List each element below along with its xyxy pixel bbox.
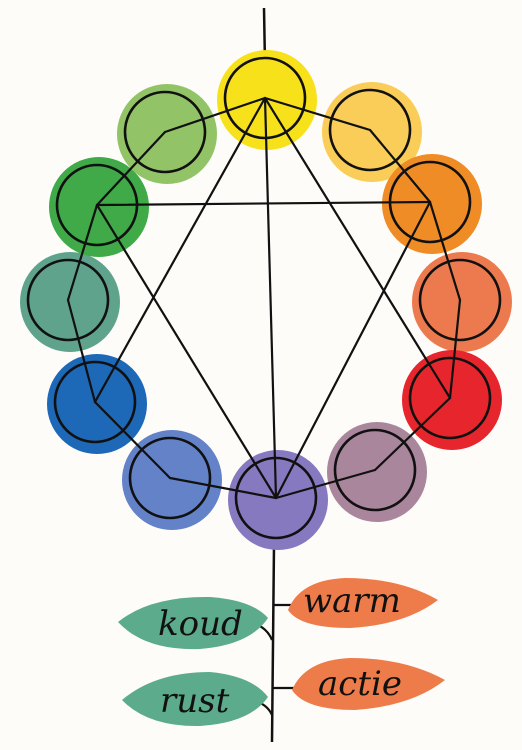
triangle-line — [265, 98, 276, 498]
color-blob-violet — [228, 450, 328, 550]
leaf-label-actie: actie — [318, 664, 402, 704]
color-blob-red-violet — [327, 422, 427, 522]
color-blob-red-orange — [412, 252, 512, 352]
leaf-label-koud: koud — [158, 604, 243, 644]
stem-bottom — [272, 545, 274, 742]
leaf-label-warm: warm — [303, 581, 401, 621]
color-blob-red — [402, 350, 502, 450]
leaf-label-rust: rust — [160, 681, 230, 721]
color-blob-blue-green — [20, 252, 120, 352]
color-blob-orange — [382, 154, 482, 254]
